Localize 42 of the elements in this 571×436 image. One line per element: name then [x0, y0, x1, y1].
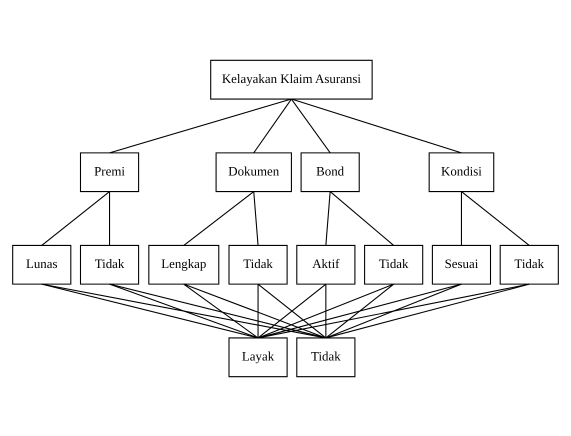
connector [326, 283, 462, 338]
connector [253, 191, 259, 245]
connector [460, 191, 462, 245]
connector [291, 98, 462, 153]
connector [41, 190, 110, 246]
connector [42, 283, 258, 338]
node-box: Lengkap [148, 244, 220, 284]
connector [109, 191, 110, 245]
connector [109, 283, 326, 338]
connector [109, 283, 258, 338]
connector [325, 284, 326, 338]
connector [183, 283, 258, 338]
connector [461, 190, 530, 246]
node-box: Layak [228, 336, 288, 377]
node-box: Kelayakan Klaim Asuransi [210, 59, 373, 100]
node-box: Premi [80, 152, 140, 192]
node-box: Bond [300, 152, 360, 192]
node-box: Tidak [500, 244, 559, 284]
connector [184, 283, 326, 338]
connector [330, 190, 394, 246]
node-box: Lunas [12, 244, 72, 284]
node-box: Sesuai [432, 244, 492, 284]
node-box: Tidak [364, 244, 424, 284]
node-box: Aktif [296, 244, 356, 284]
connector [258, 283, 326, 338]
node-box: Dokumen [216, 152, 292, 192]
connector [326, 283, 530, 338]
connector [42, 283, 326, 338]
connector [258, 284, 259, 338]
connector [109, 98, 292, 153]
connector [258, 283, 394, 338]
node-box: Tidak [296, 336, 356, 377]
connector [258, 283, 462, 338]
node-box: Tidak [80, 244, 140, 284]
node-box: Kondisi [428, 152, 494, 192]
connector [290, 98, 331, 153]
node-box: Tidak [228, 244, 288, 284]
connector [326, 283, 394, 338]
connector [253, 98, 292, 153]
connector [183, 190, 254, 246]
connector [325, 191, 331, 245]
connector [258, 283, 530, 338]
